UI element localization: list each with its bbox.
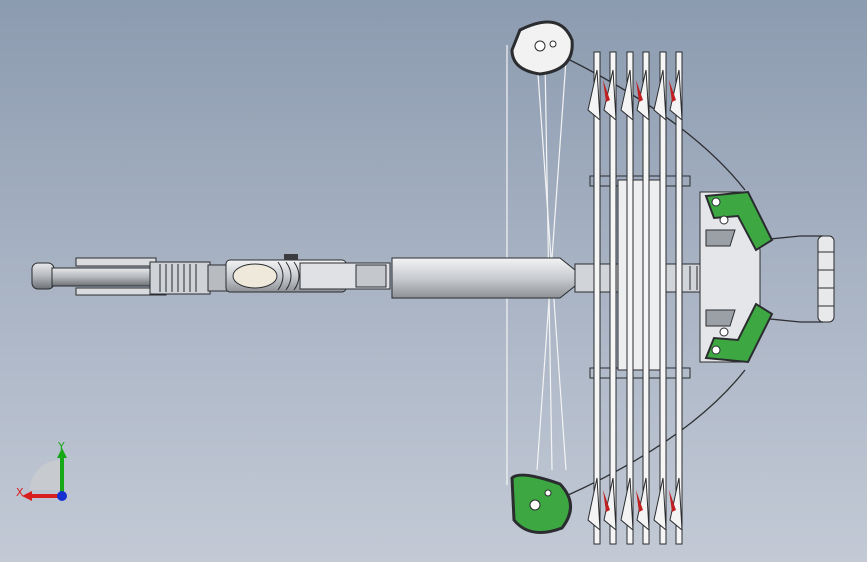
forearm [391,257,576,299]
lower-limb-pocket[interactable] [704,302,774,364]
x-axis-label: X [16,486,24,499]
y-axis-label: Y [57,440,65,453]
top-cam[interactable] [510,20,574,76]
stock-assembly[interactable] [31,191,835,363]
scope-tube [51,267,153,287]
upper-limb-pocket[interactable] [704,190,774,252]
z-axis [57,491,67,501]
bottom-cam[interactable] [510,473,572,534]
fletchings [587,69,683,532]
quiver[interactable] [587,51,691,545]
triad-plane [30,460,60,490]
cheek-pad [232,263,278,289]
foot-stirrup [817,235,835,323]
scope-end-cap [31,262,55,290]
bolts [593,51,683,545]
view-orientation-triad: X Y [16,440,67,501]
ribbed-grip [149,261,211,295]
